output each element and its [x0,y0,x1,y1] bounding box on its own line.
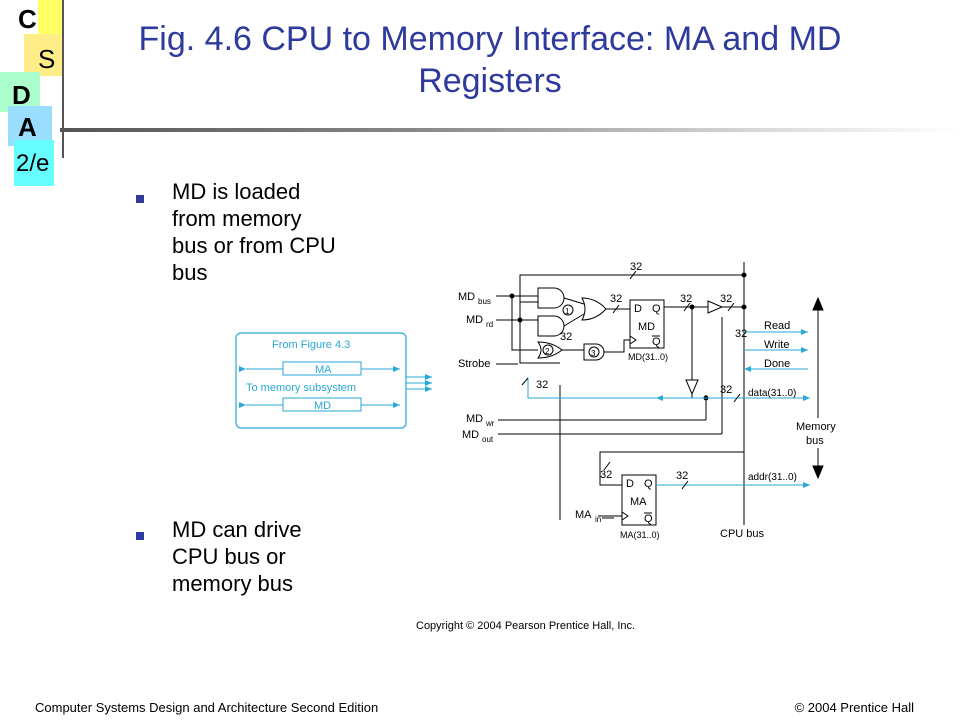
width-label: 32 [536,379,548,391]
memory-bus-arrow [812,296,824,480]
md-to-memory-path [685,307,709,401]
md-out-signal-label: MD [462,429,479,441]
address-bus-line [656,480,810,490]
logo-letter-a: A [18,112,37,142]
width-label: 32 [610,293,622,305]
footer-course-title: Computer Systems Design and Architecture… [35,700,379,715]
md-wr-signal-label: MD [466,413,483,425]
and-gate-2 [537,315,565,337]
logo-block-a [8,106,52,146]
ma-in-signal-label: MA [575,509,592,521]
footer-copyright: © 2004 Prentice Hall [794,700,914,715]
write-signal-label: Write [764,339,789,351]
logo-block-d [0,72,40,112]
gate-3-number: 3 [591,349,596,358]
width-label: 32 [630,261,642,273]
md-reg-bits-label: MD(31..0) [628,352,668,362]
inset-figure-box: From Figure 4.3 MA To memory subsystem M… [235,332,432,429]
read-signal-label: Read [764,320,790,332]
ma-input-path [599,451,744,486]
width-label: 32 [560,331,572,343]
md-to-cpu-path [664,300,744,314]
width-label: 32 [735,328,747,340]
md-rd-subscript: rd [486,320,493,329]
gate-1-number: 1 [565,307,570,316]
inset-md-label: MD [314,400,331,412]
gate-2-number: 2 [545,347,550,356]
ma-reg-d-label: D [626,478,634,490]
inset-ma-label: MA [315,364,332,376]
logo-block-c [38,0,64,40]
logo-divider [62,0,64,158]
cpu-bus-label: CPU bus [720,528,765,540]
and-gate-1 [537,287,574,316]
ma-reg-q-label: Q [644,478,653,490]
ma-reg-bits-label: MA(31..0) [620,530,660,540]
md-register: D Q MD Q [629,299,665,349]
or-gate-2 [537,341,563,359]
ma-reg-name: MA [630,496,647,508]
ma-in-subscript: in [595,515,601,524]
inset-title: From Figure 4.3 [272,339,350,351]
data-bus-label: data(31..0) [748,388,796,399]
logo-block-2e [14,140,54,186]
width-label: 32 [720,384,732,396]
figure-copyright: Copyright © 2004 Pearson Prentice Hall, … [416,620,636,632]
control-wiring [496,293,723,520]
md-out-subscript: out [482,435,494,444]
logo-letter-s: S [38,44,56,74]
md-bus-signal-label: MD [458,291,475,303]
memory-bus-label-line2: bus [806,435,824,447]
md-wr-subscript: wr [485,419,495,428]
address-bus-label: addr(31..0) [748,472,797,483]
md-reg-q-label: Q [652,303,661,315]
logo-label-2e: 2/e [16,150,50,177]
slide-title-line2: Registers [418,62,562,100]
slide-title-line1: Fig. 4.6 CPU to Memory Interface: MA and… [138,20,842,58]
strobe-signal-label: Strobe [458,358,490,370]
slide-title: Fig. 4.6 CPU to Memory Interface: MA and… [80,18,900,102]
bullet-marker [136,195,144,203]
memory-bus-label-line1: Memory [796,421,836,433]
md-reg-d-label: D [634,303,642,315]
md-input-path [606,304,630,314]
ma-register: D Q MA Q [621,474,657,526]
ma-reg-qbar-label: Q [644,513,653,525]
md-reg-name: MD [638,321,655,333]
md-bus-subscript: bus [478,297,491,306]
md-reg-qbar-label: Q [652,336,661,348]
logo-block-s [24,34,64,76]
inset-memory-subsystem-label: To memory subsystem [246,382,356,394]
bullet-text-2: MD can drive CPU bus or memory bus [172,517,302,596]
done-signal-label: Done [764,358,790,370]
width-label: 32 [720,293,732,305]
and-gate-3 [562,339,630,361]
logo-letter-c: C [18,4,37,34]
title-rule [60,128,960,132]
data-bus-line [521,377,810,403]
logo-letter-d: D [12,80,31,110]
cpu-bus-line [741,262,747,525]
width-label: 32 [600,469,612,481]
width-label: 32 [676,470,688,482]
bullet-text-1: MD is loaded from memory bus or from CPU… [172,179,336,285]
width-label: 32 [680,293,692,305]
md-rd-signal-label: MD [466,314,483,326]
control-signals [744,329,808,372]
bullet-marker [136,532,144,540]
